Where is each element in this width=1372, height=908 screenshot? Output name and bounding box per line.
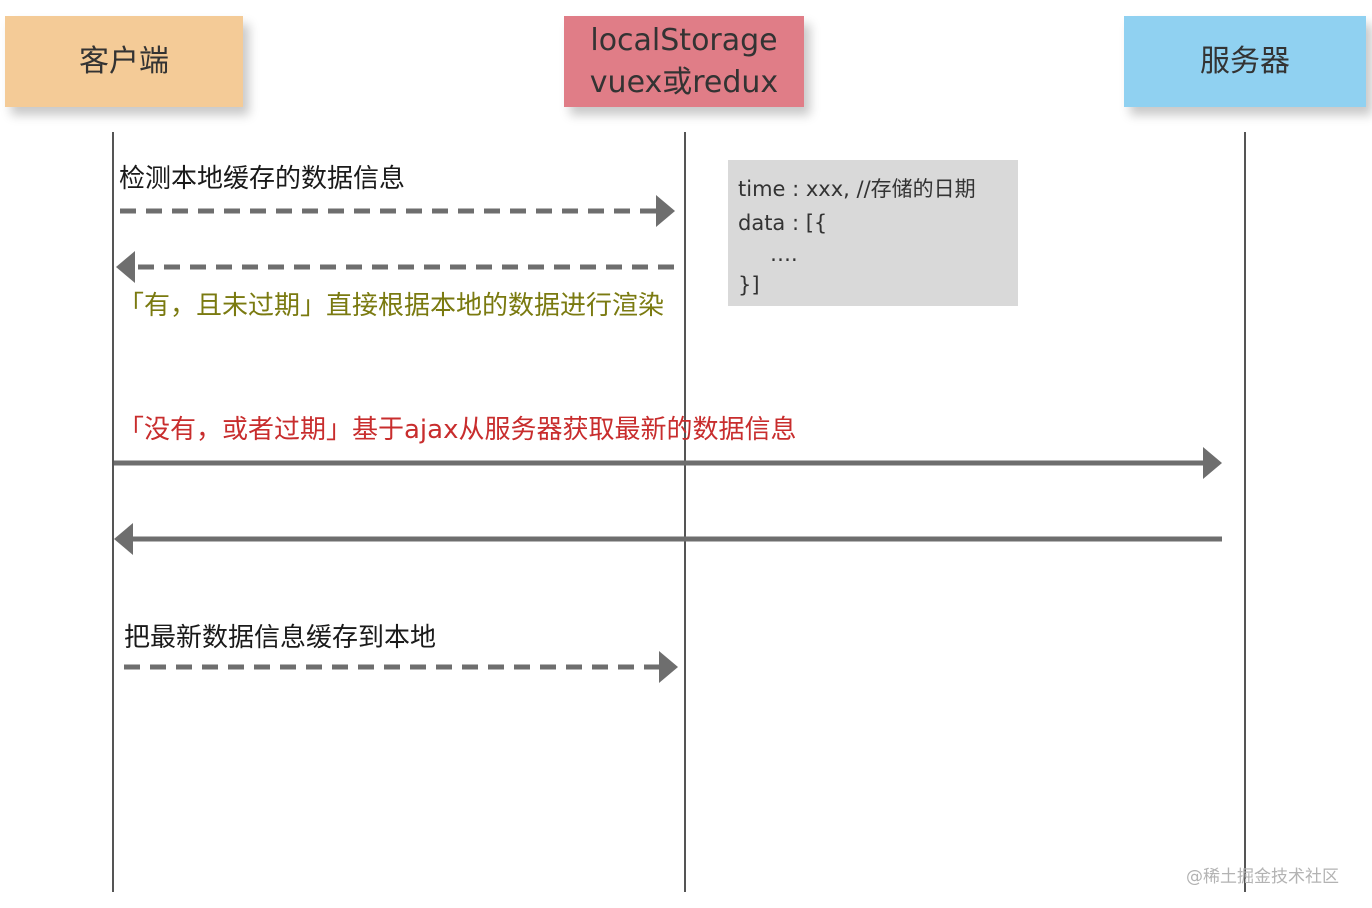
lifeline-storage — [684, 132, 686, 892]
note-line-time: time : xxx, //存储的日期 — [738, 177, 976, 201]
arrow-server-response-head — [114, 523, 133, 555]
storage-format-note: time : xxx, //存储的日期 data : [{ …. }] — [728, 160, 1018, 306]
message-cached-valid-label: 「有，且未过期」直接根据本地的数据进行渲染 — [118, 291, 665, 321]
lifeline-server — [1244, 132, 1246, 892]
participant-server: 服务器 — [1124, 16, 1366, 107]
note-line-ellipsis: …. — [770, 242, 798, 266]
note-line-close: }] — [738, 273, 760, 297]
message-check-local-label: 检测本地缓存的数据信息 — [119, 164, 406, 194]
message-save-local-label: 把最新数据信息缓存到本地 — [124, 623, 437, 653]
watermark: @稀土掘金技术社区 — [1186, 867, 1339, 887]
participant-storage-label-line2: vuex或redux — [589, 64, 779, 100]
lifeline-client — [112, 132, 114, 892]
note-line-data: data : [{ — [738, 211, 828, 235]
arrow-cached-valid-head — [116, 251, 135, 283]
arrow-check-local-head — [656, 195, 675, 227]
participant-client-label: 客户端 — [79, 43, 169, 79]
participant-storage-label-line1: localStorage — [590, 22, 778, 58]
arrow-fetch-server-head — [1203, 447, 1222, 479]
participant-server-label: 服务器 — [1200, 43, 1290, 79]
arrow-save-local-head — [659, 651, 678, 683]
participant-storage: localStorage vuex或redux — [564, 16, 804, 107]
message-fetch-server-label: 「没有，或者过期」基于ajax从服务器获取最新的数据信息 — [118, 415, 797, 445]
participant-client: 客户端 — [5, 16, 243, 107]
